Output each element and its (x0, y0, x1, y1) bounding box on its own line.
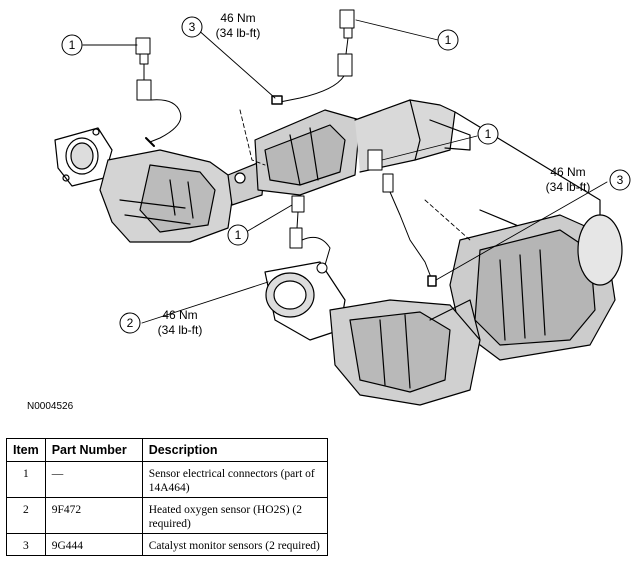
svg-text:1: 1 (445, 33, 452, 47)
callout-1-top-right: 1 (437, 29, 459, 51)
parts-table: Item Part Number Description 1 — Sensor … (6, 438, 329, 556)
figure-id: N0004526 (27, 401, 74, 412)
callout-3-right: 3 46 Nm (34 lb-ft) (546, 165, 631, 194)
routing-lines (239, 109, 471, 241)
row-description: Sensor electrical connectors (part of 14… (141, 461, 329, 498)
row-description: Catalyst monitor sensors (2 required) (141, 533, 329, 556)
header-description: Description (141, 438, 329, 462)
header-item: Item (6, 438, 46, 462)
callout-1-top-left: 1 (61, 34, 83, 56)
row-part-number: 9F472 (44, 497, 143, 534)
svg-text:46 Nm: 46 Nm (550, 165, 585, 179)
svg-text:(34 lb-ft): (34 lb-ft) (158, 323, 203, 337)
svg-text:1: 1 (485, 127, 492, 141)
upper-left-flange (54, 127, 113, 187)
svg-text:(34 lb-ft): (34 lb-ft) (546, 180, 591, 194)
center-catalyst (227, 109, 361, 206)
sensor-wiring (135, 9, 437, 287)
table-header-row: Item Part Number Description (6, 438, 329, 462)
row-part-number: 9G444 (44, 533, 143, 556)
table-row: 2 9F472 Heated oxygen sensor (HO2S) (2 r… (6, 497, 329, 534)
upper-left-catalyst (99, 149, 236, 243)
table-row: 3 9G444 Catalyst monitor sensors (2 requ… (6, 533, 329, 556)
leader-lines (82, 19, 608, 324)
row-description: Heated oxygen sensor (HO2S) (2 required) (141, 497, 329, 534)
svg-text:2: 2 (127, 316, 134, 330)
svg-text:1: 1 (235, 228, 242, 242)
svg-text:3: 3 (617, 173, 624, 187)
callout-1-middle-right: 1 (477, 123, 499, 145)
callout-2: 2 46 Nm (34 lb-ft) (119, 308, 203, 337)
svg-text:46 Nm: 46 Nm (162, 308, 197, 322)
svg-text:3: 3 (189, 20, 196, 34)
table-row: 1 — Sensor electrical connectors (part o… (6, 461, 329, 498)
svg-text:1: 1 (69, 38, 76, 52)
row-item: 3 (6, 533, 46, 556)
svg-text:(34 lb-ft): (34 lb-ft) (216, 26, 261, 40)
header-part-number: Part Number (44, 438, 143, 462)
svg-text:46 Nm: 46 Nm (220, 11, 255, 25)
lower-catalyst (264, 261, 481, 406)
row-item: 1 (6, 461, 46, 498)
row-part-number: — (44, 461, 143, 498)
callout-1-lower-left: 1 (227, 224, 249, 246)
right-catalyst (449, 214, 623, 361)
exhaust-catalyst-diagram: 1 3 46 Nm (34 lb-ft) 1 1 3 46 Nm (34 lb-… (54, 9, 631, 406)
row-item: 2 (6, 497, 46, 534)
callout-3-top: 3 46 Nm (34 lb-ft) (181, 11, 261, 40)
